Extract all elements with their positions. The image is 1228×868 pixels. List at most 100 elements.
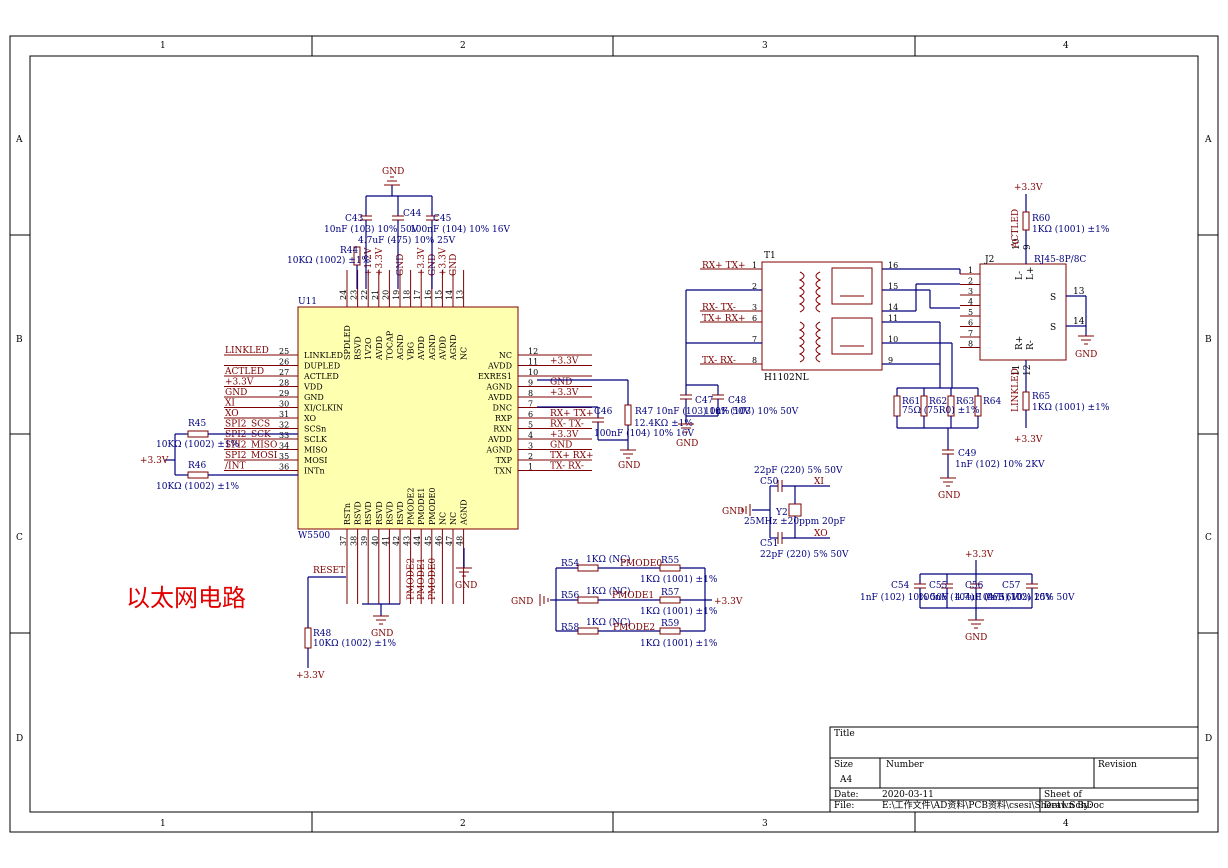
gnd-crystal-label: GND <box>722 507 744 517</box>
u11-left-pin-number: 32 <box>279 421 289 430</box>
v33-r45-label: +3.3V <box>140 456 169 466</box>
termination-network: GND C49 1nF (102) 10% 2KV R61 R62 R63 R6… <box>893 307 1045 501</box>
v33-caps-label: +3.3V <box>965 550 994 560</box>
u11-bottom-pin-number: 45 <box>424 536 433 546</box>
col-label-1: 1 <box>160 41 166 51</box>
sheet-border: 1 2 3 4 1 2 3 4 A B C D A B C D <box>9 35 1219 833</box>
u11-top-pin-name: AGND <box>396 334 405 361</box>
j2-pin-number: 4 <box>968 298 973 307</box>
col-label-2-bottom: 2 <box>460 819 466 829</box>
size-value: A4 <box>839 775 852 785</box>
u11-top-pin-number: 17 <box>413 290 422 300</box>
c57-value: 1nF (102) 10% 50V <box>986 592 1075 603</box>
u11-bottom-pin-name: RSTn <box>343 503 352 525</box>
j2-pin-number: 2 <box>968 277 973 286</box>
u11-bottom-pin-name: NC <box>449 512 458 525</box>
u11-top-pin-name: SPDLED <box>343 325 352 360</box>
u11-left-net-label: GND <box>225 388 247 398</box>
u11-right-pin-number: 4 <box>528 431 533 440</box>
u11-top-pin-name: AVDD <box>417 336 426 361</box>
j2-rj45: J2 RJ45-8P/8C S S GND 13 14 L- L+ R+ R- … <box>979 183 1110 445</box>
u11-right-pin-name: RXP <box>495 414 513 423</box>
top-decoupling: GND C43 10nF (103) 10% 50V C44 4.7uF (47… <box>287 167 510 289</box>
bottom-gnd-bus: GND GND <box>362 548 477 639</box>
u11-left-net-label: /INT <box>225 462 245 472</box>
gnd-agnd48-label: GND <box>455 581 477 591</box>
u11-bottom-pin-number: 41 <box>381 536 390 546</box>
u11-ref: U11 <box>298 297 317 307</box>
gnd-pmode-label: GND <box>511 597 533 607</box>
j2-pin-number: 1 <box>968 266 973 275</box>
u11-right-pin-number: 11 <box>528 358 538 367</box>
t1-right-pin-number: 10 <box>888 335 898 344</box>
u11-top-pin-number: 19 <box>392 290 401 300</box>
c45-ref: C45 <box>433 214 452 224</box>
u11-top-pin-number: 18 <box>403 290 412 300</box>
r63-ref: R63 <box>956 397 975 407</box>
c50-value: 22pF (220) 5% 50V <box>754 465 843 476</box>
col-label-2: 2 <box>460 41 466 51</box>
u11-right-pin-name: TXN <box>494 467 512 476</box>
file-value: E:\工作文件\AD资料\PCB资料\csesi\Sheet1.SchDoc <box>882 799 1104 811</box>
u11-bottom-pin-number: 48 <box>456 536 465 546</box>
j2-pin-11: 11 <box>1012 365 1022 376</box>
u11-right-pin-name: EXRES1 <box>478 372 512 381</box>
u11-left-net-label: XO <box>225 409 239 419</box>
c49-ref: C49 <box>958 449 977 459</box>
t1-ref: T1 <box>764 251 776 261</box>
u11-left-pin-number: 28 <box>279 379 289 388</box>
j2-l-minus: L- <box>1015 271 1025 280</box>
u11-bottom-pin-name: AGND <box>460 499 469 526</box>
u11-left-pin-name: SCLK <box>304 435 328 444</box>
u11-bottom-pin-name: PMODE1 <box>417 488 426 525</box>
u11-right-net-label: GND <box>550 441 572 451</box>
t1-left-pin-number: 2 <box>752 282 757 291</box>
t1-left-pin-number: 7 <box>752 335 757 344</box>
r44-value: 10KΩ (1002) ±1% <box>287 255 371 266</box>
u11-left-pin-number: 27 <box>279 368 289 377</box>
j2-pin-9: 9 <box>1023 244 1033 250</box>
u11-bottom-pin-number: 43 <box>403 536 412 546</box>
u11-bottom-pin-number: 46 <box>434 536 443 546</box>
u11-top-pin-number: 24 <box>339 290 348 300</box>
j2-shield-1: S <box>1050 293 1056 303</box>
r61-value: 75Ω (75R0) ±1% <box>902 405 980 416</box>
revision-label: Revision <box>1098 760 1137 770</box>
j2-pin-14: 14 <box>1073 317 1085 327</box>
pmode2-label: PMODE2 <box>613 623 655 633</box>
u11-top-pin-number: 16 <box>424 290 433 300</box>
u11-right-pin-name: AVDD <box>487 362 512 371</box>
t1-left-net-label: RX- TX- <box>702 303 736 313</box>
r55-ref: R55 <box>661 556 680 566</box>
c45-value: 100nF (104) 10% 16V <box>410 224 510 235</box>
u11-top-pin-name: AGND <box>449 334 458 361</box>
u11-right-net-label: RX+ TX+ <box>550 409 594 419</box>
u11-top-net-label: +3.3V <box>375 247 385 276</box>
t1-value: H1102NL <box>764 373 809 383</box>
u11-bottom-pins: 37RSTn38RSVD39RSVD40RSVD41RSVD42RSVD43PM… <box>339 488 469 604</box>
size-label: Size <box>834 760 853 770</box>
t1-left-pin-number: 3 <box>752 303 757 312</box>
pmode-resistors: GND +3.3V R54 1KΩ (NC) R55 1KΩ (1001) ±1… <box>511 554 743 649</box>
gnd-top-label: GND <box>382 167 404 177</box>
u11-bottom-pin-name: RSVD <box>364 501 373 525</box>
u11-bottom-pin-number: 47 <box>445 536 454 546</box>
xi-label: XI <box>814 477 824 487</box>
u11-bottom-pin-number: 44 <box>413 536 422 546</box>
t1-right-pin-number: 11 <box>888 314 898 323</box>
pullup-resistors: +3.3V R45 10KΩ (1002) ±1% R46 10KΩ (1002… <box>140 419 298 492</box>
u11-left-pin-number: 29 <box>279 389 289 398</box>
r47-ref: R47 <box>635 407 654 417</box>
row-label-d: D <box>16 734 23 744</box>
r58-ref: R58 <box>561 623 580 633</box>
v33-pmode-label: +3.3V <box>714 597 743 607</box>
r64-ref: R64 <box>983 397 1002 407</box>
title-label: Title <box>834 729 855 739</box>
u11-left-pin-name: XI/CLKIN <box>304 404 343 413</box>
pmode1-label: PMODE1 <box>612 591 654 601</box>
j2-pin-number: 3 <box>968 287 973 296</box>
